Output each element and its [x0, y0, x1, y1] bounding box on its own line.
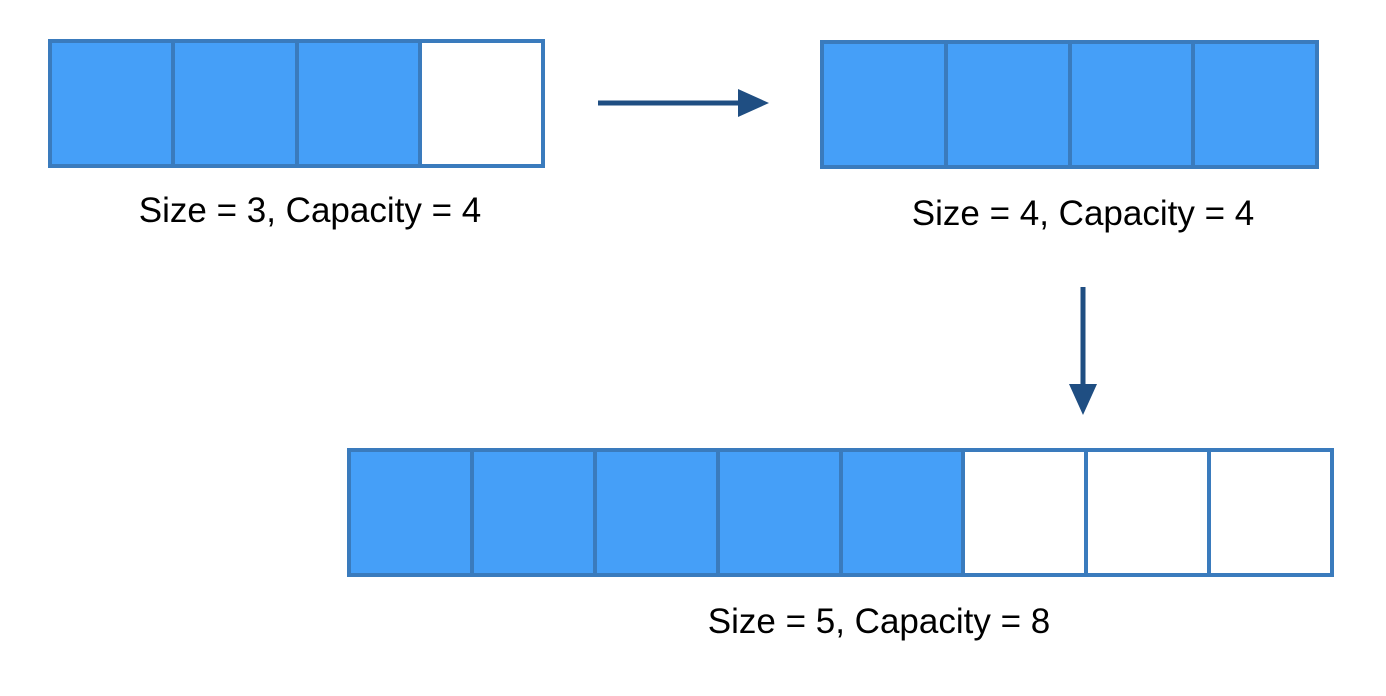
- array-size-5-capacity-8: [347, 448, 1334, 577]
- filled-cell: [1067, 40, 1196, 169]
- filled-cell: [294, 39, 422, 168]
- empty-cell: [1084, 448, 1212, 577]
- array-3-caption: Size = 5, Capacity = 8: [707, 602, 1051, 641]
- arrow-down-icon: [1069, 287, 1097, 415]
- array-1-caption: Size = 3, Capacity = 4: [138, 191, 482, 230]
- array-size-4-capacity-4: [820, 40, 1319, 169]
- filled-cell: [1191, 40, 1319, 169]
- filled-cell: [48, 39, 176, 168]
- arrow-right-icon: [598, 89, 769, 117]
- filled-cell: [592, 448, 720, 577]
- filled-cell: [715, 448, 843, 577]
- empty-cell: [961, 448, 1089, 577]
- filled-cell: [469, 448, 597, 577]
- array-size-3-capacity-4: [48, 39, 545, 168]
- filled-cell: [838, 448, 966, 577]
- empty-cell: [1207, 448, 1334, 577]
- filled-cell: [347, 448, 474, 577]
- filled-cell: [943, 40, 1072, 169]
- filled-cell: [171, 39, 299, 168]
- empty-cell: [417, 39, 545, 168]
- array-2-caption: Size = 4, Capacity = 4: [911, 194, 1255, 233]
- filled-cell: [820, 40, 948, 169]
